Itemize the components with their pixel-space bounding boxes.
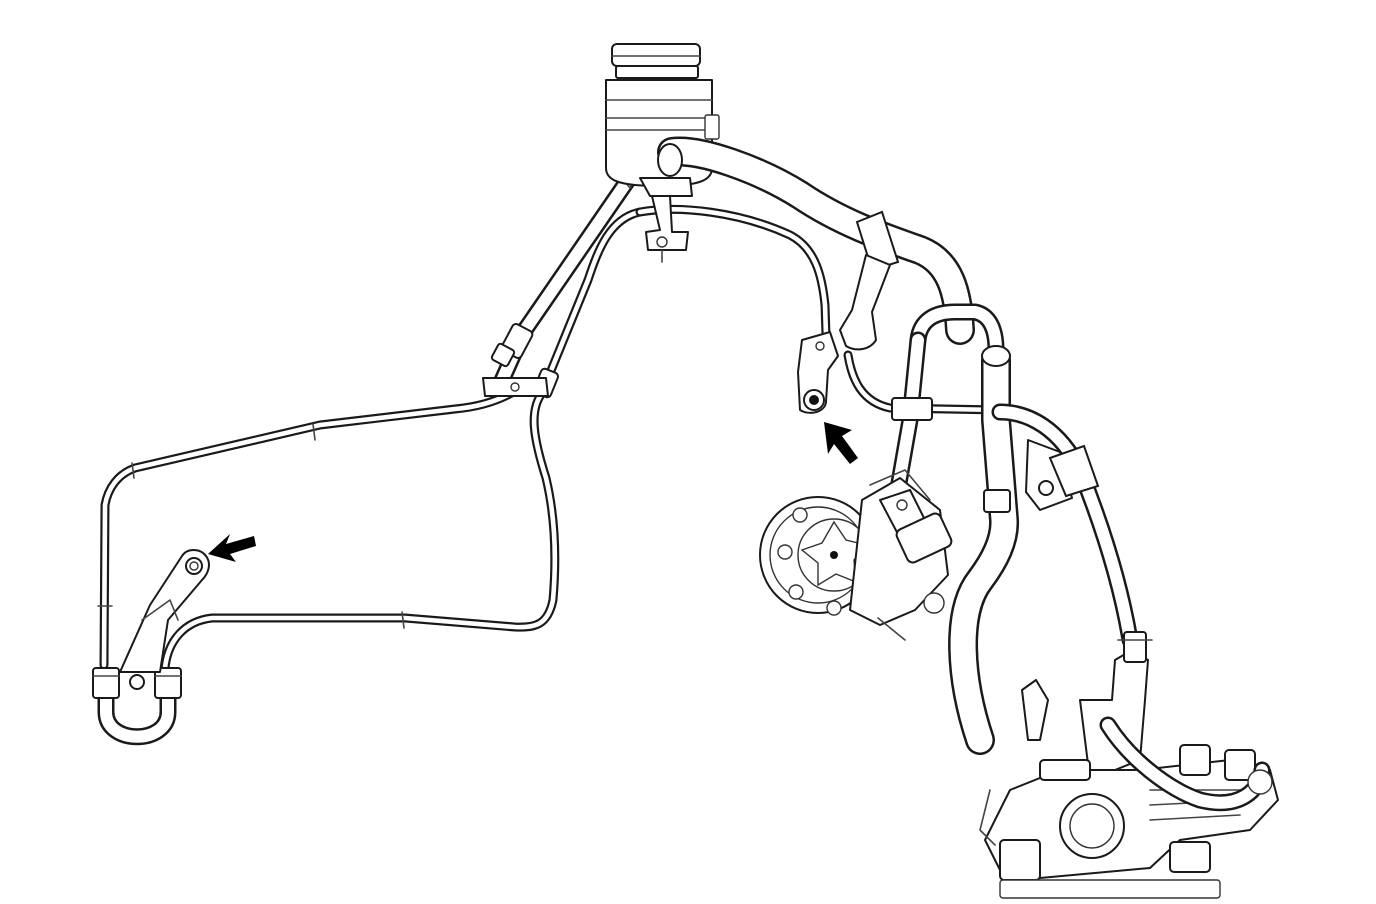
right-hose-bundle xyxy=(887,303,1139,755)
reservoir-bolt xyxy=(656,236,668,248)
clamp-bolt xyxy=(129,674,145,690)
arrow-icon xyxy=(208,534,256,562)
reservoir-cap xyxy=(611,43,701,67)
hose-clamp-left xyxy=(92,667,120,699)
pump-line-bracket xyxy=(797,254,891,414)
u-bend-hose xyxy=(92,667,182,746)
cooler-mounting-bracket xyxy=(119,549,210,690)
pressure-line xyxy=(635,204,1005,415)
hose-clamp-band xyxy=(855,210,900,272)
return-hose xyxy=(657,136,975,345)
arrow-icon xyxy=(824,422,858,464)
power-steering-pump xyxy=(759,469,953,641)
steering-gear xyxy=(979,631,1279,899)
center-tube-bundle xyxy=(482,171,645,399)
